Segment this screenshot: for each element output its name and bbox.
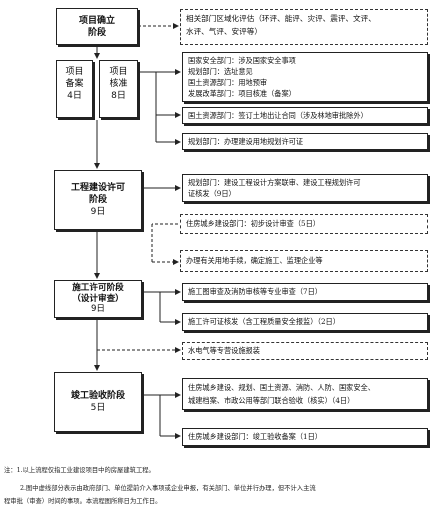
construction-permit-days: 9日 — [90, 304, 106, 315]
box-utilities: 水电气等专营设施报装 — [182, 342, 428, 360]
related-procedures-text: 办理有关用地手续，确定施工、监理企业等 — [186, 256, 323, 265]
phase-acceptance: 竣工验收阶段 5日 — [54, 372, 142, 432]
planning-permit-days: 9日 — [90, 207, 106, 217]
box-acceptance-filing: 住房城乡建设部门：竣工验收备案（1日） — [182, 428, 428, 446]
record-line-1: 项目 — [65, 67, 84, 77]
box-approval-group: 国家安全部门：涉及国家安全事项 规划部门：选址意见 国土资源部门：用地预审 发展… — [182, 52, 428, 102]
regional-eval-line-2: 水评、气评、安评等） — [186, 27, 262, 36]
box-planning-license: 规划部门：办理建设用地规划许可证 — [182, 133, 428, 150]
joint-acceptance-line-2: 城建档案、市政公用等部门联合验收（核实）（4日） — [188, 396, 355, 405]
phase-project-establish-label: 项目确立 阶段 — [78, 15, 115, 38]
acceptance-filing-text: 住房城乡建设部门：竣工验收备案（1日） — [188, 432, 322, 441]
note-line-2: 2.图中虚线部分表示由政府部门、单位提前介入事项或企业申报，有关部门、单位并行办… — [20, 485, 316, 492]
approve-days: 8日 — [111, 91, 126, 101]
record-days: 4日 — [67, 91, 82, 101]
box-land-contract: 国土资源部门：签订土地出让合同（涉及林地审批除外） — [182, 107, 428, 124]
box-joint-acceptance: 住房城乡建设、规划、国土资源、消防、人防、国家安全、 城建档案、市政公用等部门联… — [182, 378, 428, 410]
box-preliminary-design: 住房城乡建设部门：初步设计审查（5日） — [180, 214, 428, 234]
phase-project-approve: 项目 核准 8日 — [99, 60, 138, 118]
construction-permit-title: 施工许可阶段 （设计审查） — [72, 283, 124, 304]
planning-permit-title: 工程建设许可 阶段 — [70, 183, 125, 205]
drawing-review-text: 施工图审查及消防审核等专业审查（7日） — [188, 287, 322, 296]
box-related-procedures: 办理有关用地手续，确定施工、监理企业等 — [180, 250, 428, 272]
note-line-1: 注：1.以上流程仅指工业建设项目中的房屋建筑工程。 — [4, 467, 155, 474]
box-regional-eval: 相关部门区域化评估（环评、能评、灾评、震评、文评、 水评、气评、安评等） — [180, 9, 428, 45]
phase-planning-permit: 工程建设许可 阶段 9日 — [54, 170, 142, 230]
phase-project-establish: 项目确立 阶段 — [56, 8, 138, 45]
preliminary-design-text: 住房城乡建设部门：初步设计审查（5日） — [186, 219, 320, 228]
approval-line-1: 国家安全部门：涉及国家安全事项 — [188, 56, 296, 65]
engineering-plan-line-1: 规划部门：建设工程设计方案联审、建设工程规划许可 — [188, 178, 361, 187]
box-engineering-plan: 规划部门：建设工程设计方案联审、建设工程规划许可 证核发（9日） — [182, 174, 428, 202]
regional-eval-line-1: 相关部门区域化评估（环评、能评、灾评、震评、文评、 — [186, 14, 376, 23]
planning-license-text: 规划部门：办理建设用地规划许可证 — [188, 137, 304, 146]
acceptance-title: 竣工验收阶段 — [70, 391, 125, 401]
approve-line-2: 核准 — [109, 79, 128, 89]
utilities-text: 水电气等专营设施报装 — [188, 346, 260, 355]
note-line-3: 程审批（审查）时间的事项。本流程图所称日为工作日。 — [4, 498, 162, 505]
box-construction-license: 施工许可证核发（含工程质量安全报监）（2日） — [182, 313, 428, 331]
engineering-plan-line-2: 证核发（9日） — [188, 189, 236, 198]
approval-line-2: 规划部门：选址意见 — [188, 67, 253, 76]
record-line-2: 备案 — [65, 79, 84, 89]
box-drawing-review: 施工图审查及消防审核等专业审查（7日） — [182, 283, 428, 301]
land-contract-text: 国土资源部门：签订土地出让合同（涉及林地审批除外） — [188, 111, 368, 120]
acceptance-days: 5日 — [90, 403, 106, 413]
phase-construction-permit: 施工许可阶段 （设计审查） 9日 — [54, 280, 142, 318]
approval-line-4: 发展改革部门：项目核准（备案） — [188, 89, 296, 98]
joint-acceptance-line-1: 住房城乡建设、规划、国土资源、消防、人防、国家安全、 — [188, 383, 375, 392]
approval-line-3: 国土资源部门：用地预审 — [188, 78, 268, 87]
phase-project-record: 项目 备案 4日 — [56, 60, 93, 118]
construction-license-text: 施工许可证核发（含工程质量安全报监）（2日） — [188, 317, 340, 326]
approve-line-1: 项目 — [109, 67, 128, 77]
